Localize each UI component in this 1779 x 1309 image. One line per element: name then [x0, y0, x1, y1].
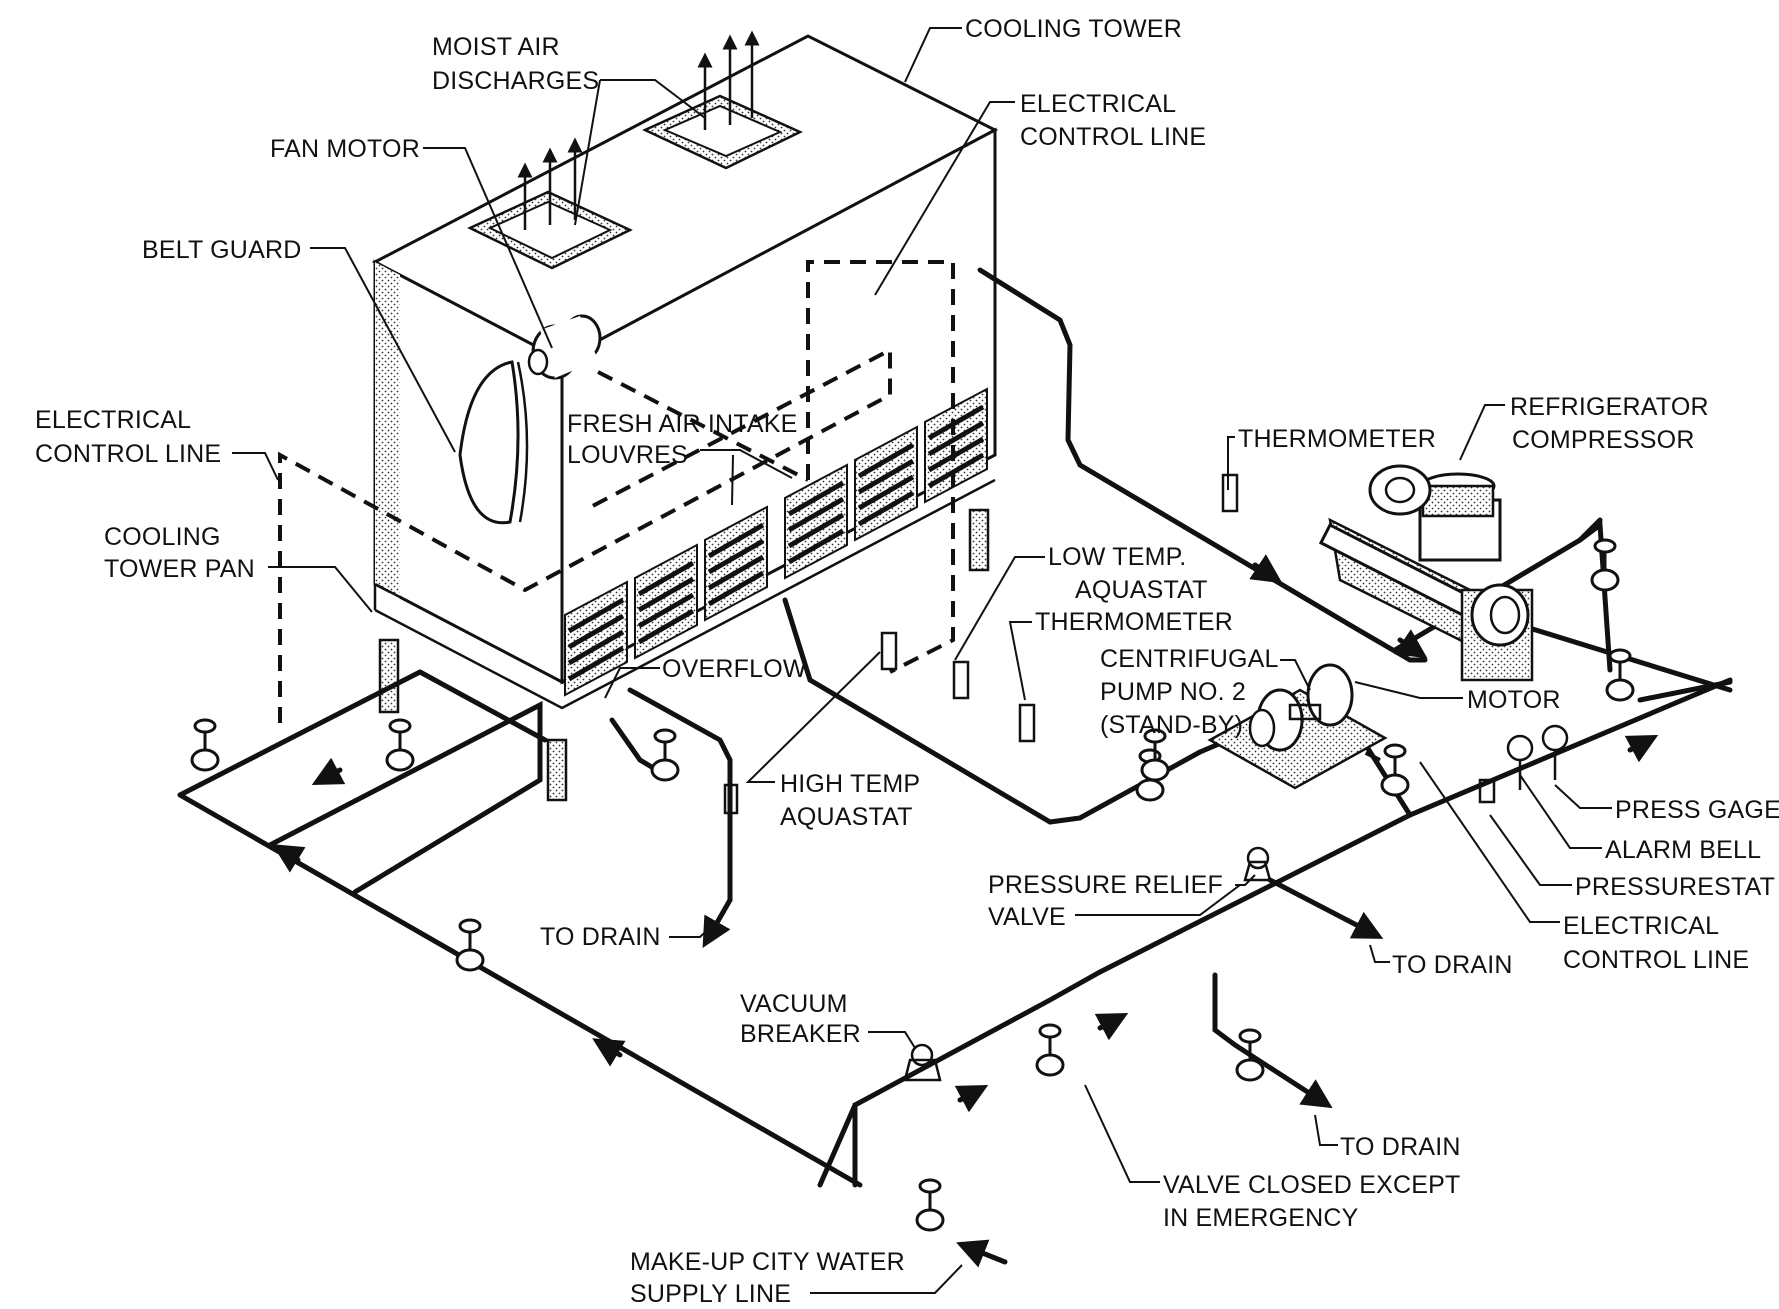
electrical-control-lines	[278, 260, 1381, 762]
label-vacuum-breaker-2: BREAKER	[740, 1020, 861, 1048]
instruments	[723, 473, 1569, 1082]
label-motor: MOTOR	[1467, 686, 1561, 714]
leader-lines	[232, 27, 1612, 1294]
piping	[177, 267, 1733, 1268]
label-fan-motor: FAN MOTOR	[270, 135, 420, 163]
label-to-drain-mid: TO DRAIN	[1392, 951, 1513, 979]
label-high-temp-aquastat-1: HIGH TEMP	[780, 770, 920, 798]
label-refrigerator-compressor-2: COMPRESSOR	[1512, 426, 1695, 454]
label-electrical-control-left-1: ELECTRICAL	[35, 406, 191, 434]
gate-valve	[915, 1178, 945, 1232]
label-fresh-air-1: FRESH AIR INTAKE	[567, 410, 798, 438]
label-high-temp-aquastat-2: AQUASTAT	[780, 803, 913, 831]
gate-valve	[385, 718, 415, 772]
label-alarm-bell: ALARM BELL	[1605, 836, 1761, 864]
label-cooling-tower: COOLING TOWER	[965, 15, 1182, 43]
label-electrical-control-left-2: CONTROL LINE	[35, 440, 221, 468]
moist-air-arrows	[517, 30, 760, 230]
label-electrical-control-top-1: ELECTRICAL	[1020, 90, 1176, 118]
gate-valve	[650, 728, 680, 782]
gate-valve	[1035, 1023, 1065, 1077]
fan-motor	[527, 314, 602, 380]
fresh-air-intake-louvres	[564, 387, 988, 697]
label-electrical-control-right-1: ELECTRICAL	[1563, 912, 1719, 940]
label-electrical-control-top-2: CONTROL LINE	[1020, 123, 1206, 151]
gate-valve	[1590, 538, 1620, 592]
label-thermometer-top: THERMOMETER	[1238, 425, 1436, 453]
label-fresh-air-2: LOUVRES	[567, 441, 688, 469]
discharge-opening-2	[642, 94, 803, 170]
gate-valve	[1605, 648, 1635, 702]
label-refrigerator-compressor-1: REFRIGERATOR	[1510, 393, 1709, 421]
gate-valve	[1380, 743, 1410, 797]
louvre-panel	[854, 425, 918, 542]
label-to-drain-left: TO DRAIN	[540, 923, 661, 951]
valves	[190, 538, 1635, 1232]
gate-valve	[1235, 1028, 1265, 1082]
label-pressure-relief-valve-1: PRESSURE RELIEF	[988, 871, 1223, 899]
louvre-panel	[924, 387, 988, 504]
louvre-panel	[634, 543, 698, 660]
label-belt-guard: BELT GUARD	[142, 236, 301, 264]
label-centrifugal-pump-1: CENTRIFUGAL	[1100, 645, 1279, 673]
cooling-tower	[371, 30, 999, 802]
louvre-panel	[564, 580, 628, 697]
label-cooling-tower-pan-2: TOWER PAN	[104, 555, 255, 583]
label-vacuum-breaker-1: VACUUM	[740, 990, 848, 1018]
label-low-temp-aquastat-1: LOW TEMP.	[1048, 543, 1186, 571]
refrigerator-compressor	[1318, 464, 1534, 682]
label-makeup-water-1: MAKE-UP CITY WATER	[630, 1248, 905, 1276]
label-centrifugal-pump-3: (STAND-BY)	[1100, 711, 1243, 739]
label-centrifugal-pump-2: PUMP NO. 2	[1100, 678, 1246, 706]
label-press-gage: PRESS GAGE	[1615, 796, 1779, 824]
label-electrical-control-right-2: CONTROL LINE	[1563, 946, 1749, 974]
label-thermometer-mid: THERMOMETER	[1035, 608, 1233, 636]
tower-legs	[378, 508, 990, 802]
label-moist-air-2: DISCHARGES	[432, 67, 599, 95]
label-to-drain-bottom: TO DRAIN	[1340, 1133, 1461, 1161]
belt-guard	[458, 360, 520, 525]
centrifugal-pump-no2	[1207, 663, 1388, 790]
label-makeup-water-2: SUPPLY LINE	[630, 1280, 791, 1308]
gate-valve	[1140, 728, 1170, 782]
label-moist-air-1: MOIST AIR	[432, 33, 560, 61]
louvre-panel	[784, 463, 848, 580]
label-low-temp-aquastat-2: AQUASTAT	[1075, 576, 1208, 604]
label-cooling-tower-pan-1: COOLING	[104, 523, 221, 551]
label-valve-closed-2: IN EMERGENCY	[1163, 1204, 1359, 1232]
flow-arrows	[272, 554, 1659, 1113]
gate-valve	[190, 718, 220, 772]
label-overflow: OVERFLOW	[662, 655, 807, 683]
louvre-panel	[704, 505, 768, 622]
discharge-opening-1	[467, 190, 633, 270]
gate-valve	[455, 918, 485, 972]
label-valve-closed-1: VALVE CLOSED EXCEPT	[1163, 1171, 1460, 1199]
labels: COOLING TOWER MOIST AIR DISCHARGES FAN M…	[35, 15, 1779, 1308]
label-pressurestat: PRESSURESTAT	[1575, 873, 1775, 901]
label-pressure-relief-valve-2: VALVE	[988, 903, 1066, 931]
